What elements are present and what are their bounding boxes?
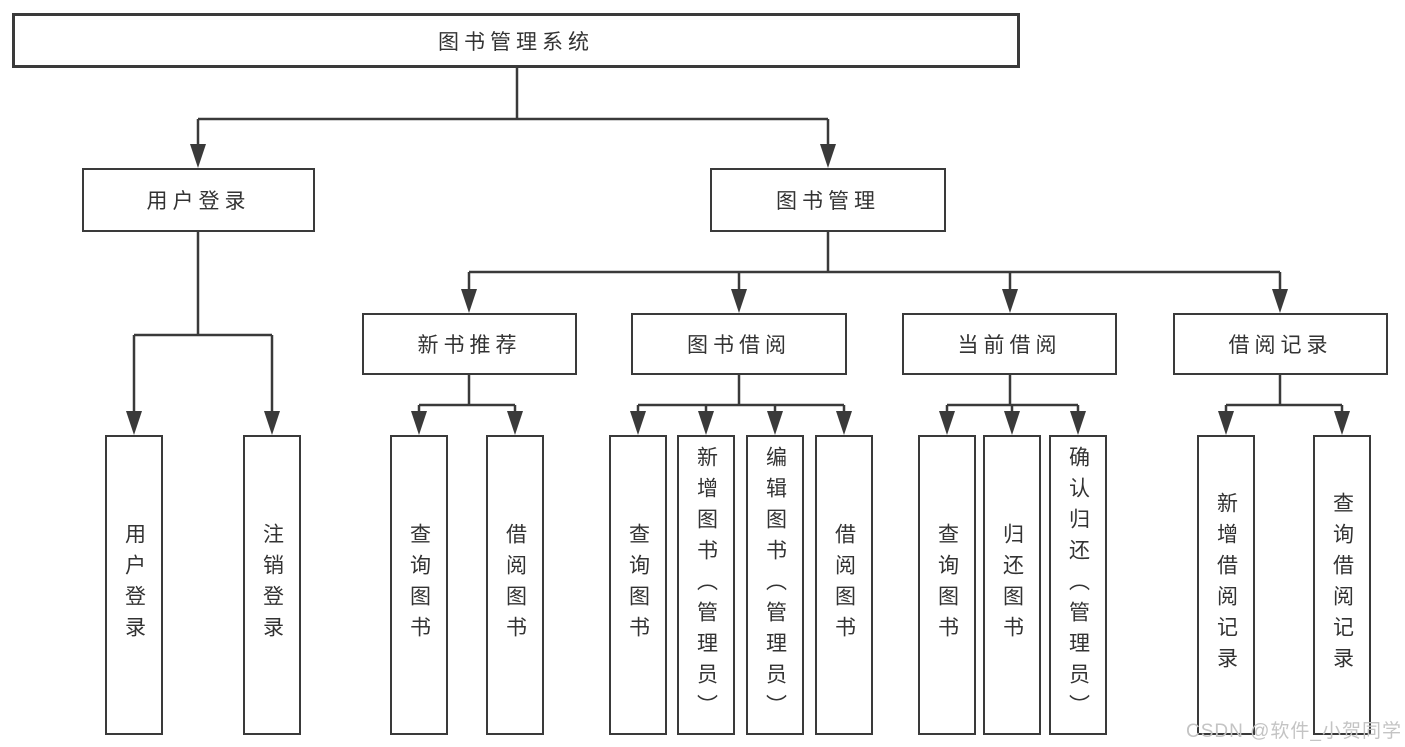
leaf-query-books-recommend: 查询图书 [390, 435, 448, 735]
connector-borrow-records-children [1224, 375, 1344, 413]
leaf-query-borrow-record: 查询借阅记录 [1313, 435, 1371, 735]
connector-current-borrow-children [945, 375, 1080, 413]
leaf-label: 借阅图书 [832, 523, 856, 647]
arrow-down-icon [1272, 289, 1288, 313]
node-book-management: 图书管理 [710, 168, 946, 232]
leaf-logout: 注销登录 [243, 435, 301, 735]
leaf-label: 借阅图书 [503, 523, 527, 647]
arrow-down-icon [731, 289, 747, 313]
node-borrow-records: 借阅记录 [1173, 313, 1388, 375]
arrow-down-icon [939, 411, 955, 435]
leaf-label: 查询图书 [626, 523, 650, 647]
connector-book-borrow-children [636, 375, 846, 413]
connector-new-book-children [417, 375, 517, 413]
leaf-edit-book-admin: 编辑图书（管理员） [746, 435, 804, 735]
arrow-down-icon [698, 411, 714, 435]
arrow-down-icon [1002, 289, 1018, 313]
arrow-down-icon [126, 411, 142, 435]
leaf-label: 归还图书 [1000, 523, 1024, 647]
leaf-label: 新增图书（管理员） [694, 445, 718, 725]
node-library-management-system: 图书管理系统 [12, 13, 1020, 68]
arrow-down-icon [1334, 411, 1350, 435]
arrow-down-icon [507, 411, 523, 435]
connector-user-login-children [132, 232, 274, 413]
leaf-query-books-borrow: 查询图书 [609, 435, 667, 735]
leaf-user-login-label: 用户登录 [122, 523, 146, 647]
arrow-down-icon [264, 411, 280, 435]
arrow-down-icon [1004, 411, 1020, 435]
arrow-down-icon [461, 289, 477, 313]
leaf-return-book: 归还图书 [983, 435, 1041, 735]
node-book-borrow: 图书借阅 [631, 313, 847, 375]
arrow-down-icon [411, 411, 427, 435]
arrow-down-icon [767, 411, 783, 435]
leaf-user-login: 用户登录 [105, 435, 163, 735]
leaf-add-book-admin: 新增图书（管理员） [677, 435, 735, 735]
leaf-label: 查询图书 [407, 523, 431, 647]
node-current-borrow: 当前借阅 [902, 313, 1117, 375]
leaf-confirm-return-admin: 确认归还（管理员） [1049, 435, 1107, 735]
arrow-down-icon [630, 411, 646, 435]
node-new-book-recommend: 新书推荐 [362, 313, 577, 375]
connector-book-mgmt-to-level3 [467, 232, 1282, 291]
arrow-down-icon [820, 144, 836, 168]
connector-root-to-level2 [196, 68, 830, 146]
arrow-down-icon [836, 411, 852, 435]
leaf-label: 确认归还（管理员） [1066, 445, 1090, 725]
csdn-watermark: CSDN @软件_小贺同学 [1186, 721, 1402, 742]
leaf-label: 编辑图书（管理员） [763, 445, 787, 725]
leaf-borrow-books: 借阅图书 [815, 435, 873, 735]
leaf-borrow-books-recommend: 借阅图书 [486, 435, 544, 735]
leaf-query-books-current: 查询图书 [918, 435, 976, 735]
leaf-add-borrow-record: 新增借阅记录 [1197, 435, 1255, 735]
arrow-down-icon [1218, 411, 1234, 435]
arrow-down-icon [190, 144, 206, 168]
leaf-logout-label: 注销登录 [260, 523, 284, 647]
leaf-label: 查询借阅记录 [1330, 492, 1354, 678]
node-user-login: 用户登录 [82, 168, 315, 232]
leaf-label: 查询图书 [935, 523, 959, 647]
arrow-down-icon [1070, 411, 1086, 435]
leaf-label: 新增借阅记录 [1214, 492, 1238, 678]
